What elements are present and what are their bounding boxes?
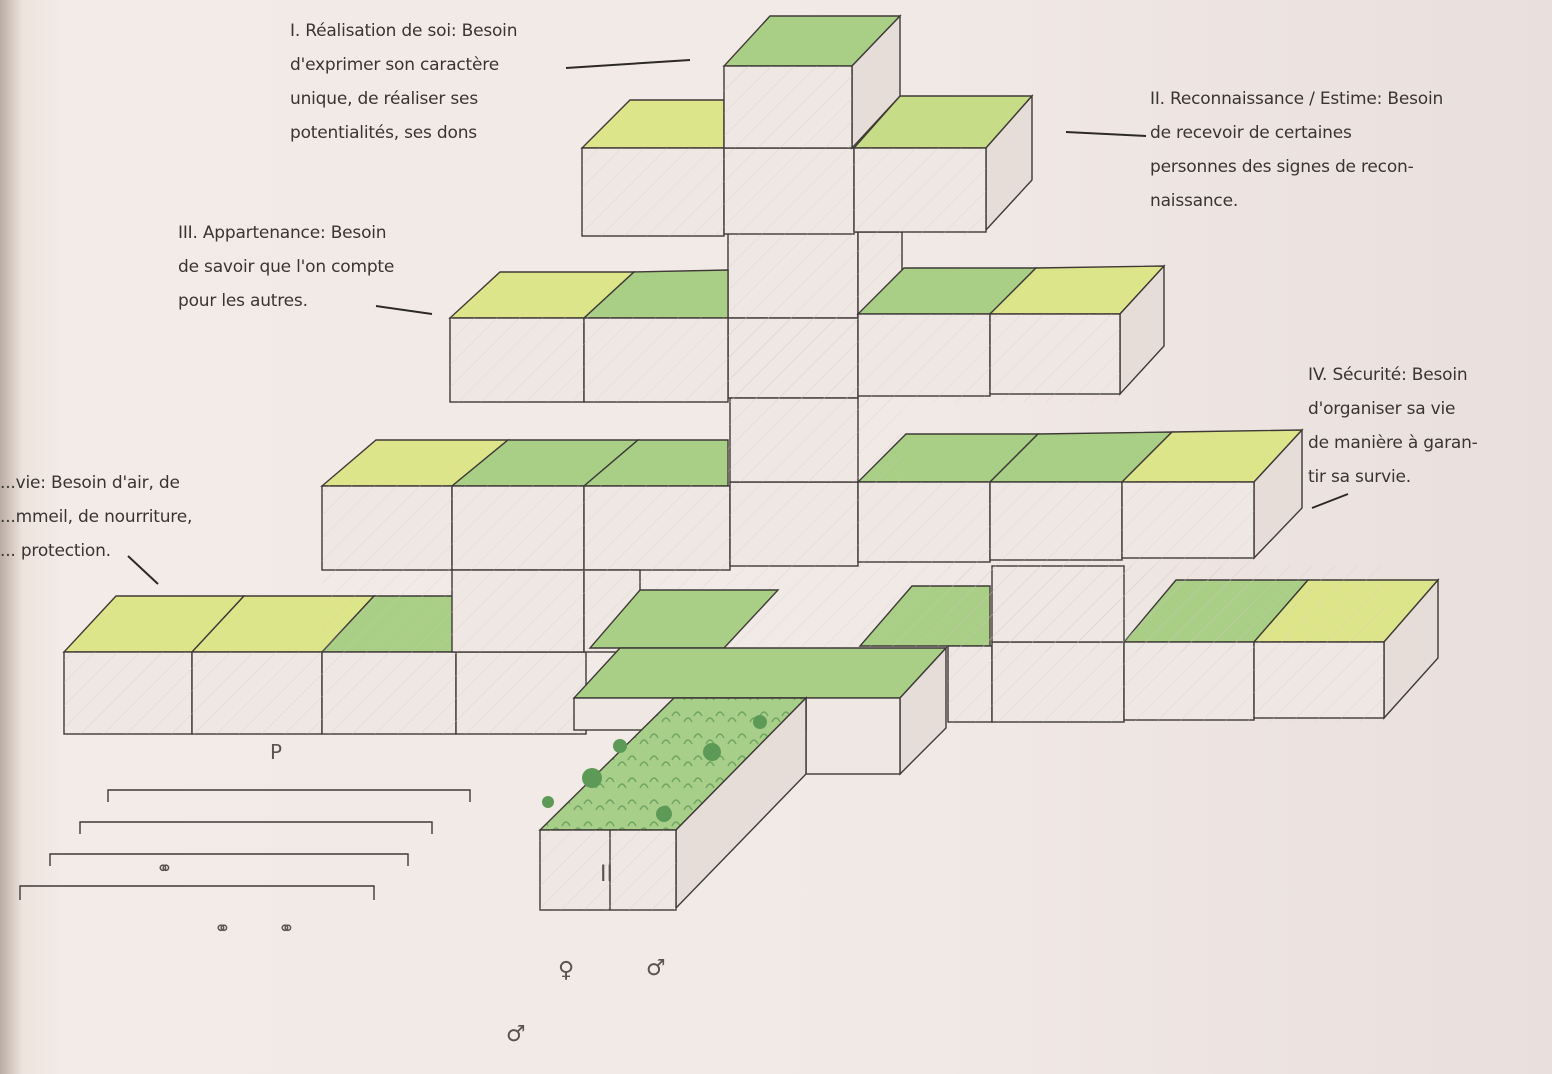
cube-top	[582, 100, 724, 148]
label-realisation: I. Réalisation de soi: Besoin d'exprimer…	[290, 14, 517, 150]
leader-line	[566, 60, 690, 68]
scale-brackets	[20, 790, 470, 900]
cube-front	[806, 698, 900, 774]
person-icon: ♂	[646, 956, 666, 981]
label-reconnaissance: II. Reconnaissance / Estime: Besoin de r…	[1150, 82, 1443, 218]
cube-top	[574, 648, 946, 698]
label-securite: IV. Sécurité: Besoin d'organiser sa vie …	[1308, 358, 1478, 494]
bicycle-icon: ⚭	[156, 856, 173, 880]
leader-line	[1066, 132, 1146, 136]
leader-line	[1312, 494, 1348, 508]
person-icon: ♀	[558, 958, 574, 983]
scale-bracket	[80, 822, 432, 834]
person-icon: ♂	[506, 1022, 526, 1047]
scale-bracket	[108, 790, 470, 802]
scale-bracket	[50, 854, 408, 866]
bicycle-icon: ⚭	[214, 916, 231, 940]
label-appartenance: III. Appartenance: Besoin de savoir que …	[178, 216, 394, 318]
label-survie: ...vie: Besoin d'air, de ...mmeil, de no…	[0, 466, 192, 568]
scale-bracket	[20, 886, 374, 900]
entrance-mark: II	[600, 862, 613, 887]
scale-mark: P	[270, 740, 282, 764]
bicycle-icon: ⚭	[278, 916, 295, 940]
